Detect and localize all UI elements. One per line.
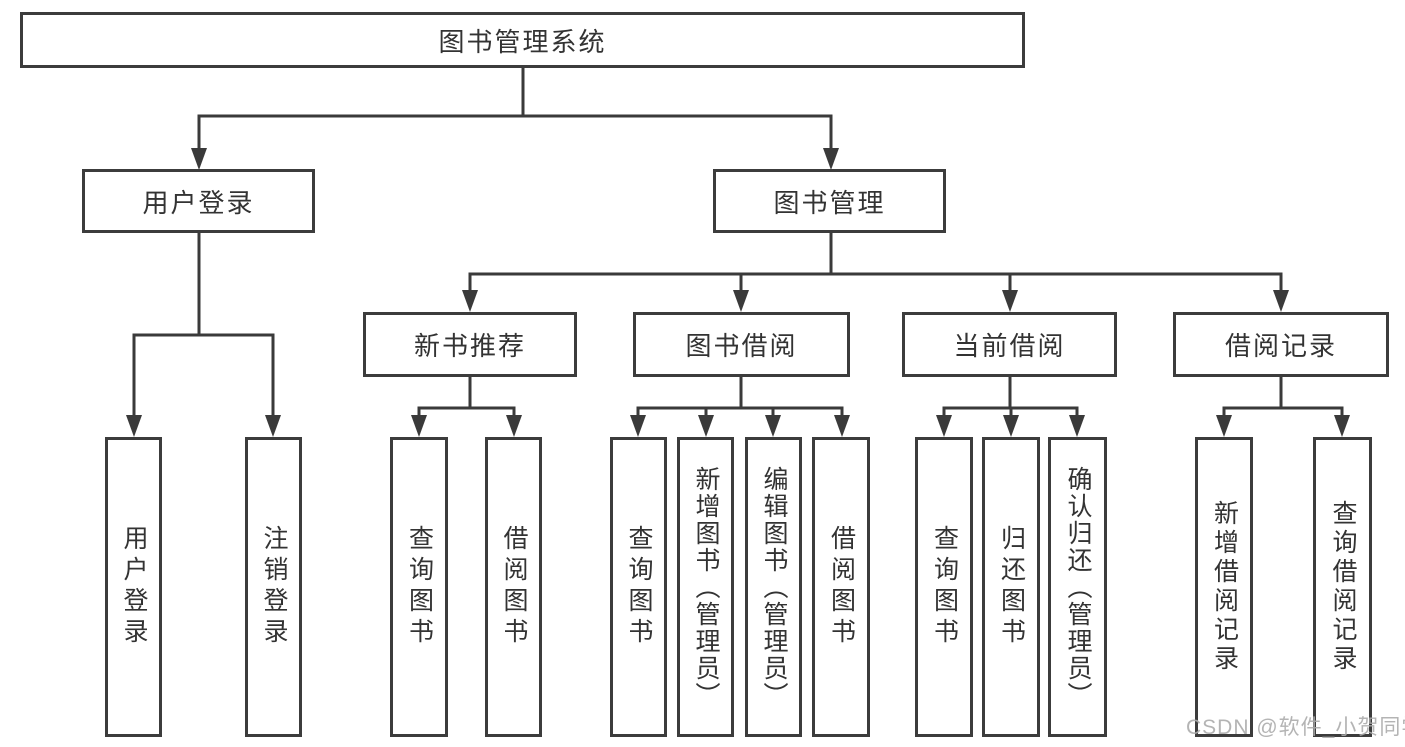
node-book-management: 图书管理 <box>713 169 946 233</box>
leaf-edit-books-admin: 编辑图书（管理员） <box>745 437 802 737</box>
node-book-borrowing: 图书借阅 <box>633 312 850 377</box>
leaf-query-books-borrowing: 查询图书 <box>610 437 667 737</box>
leaf-query-books-current: 查询图书 <box>915 437 973 737</box>
leaf-query-borrow-record: 查询借阅记录 <box>1313 437 1372 737</box>
leaf-confirm-return-admin: 确认归还（管理员） <box>1048 437 1107 737</box>
leaf-logout: 注销登录 <box>245 437 302 737</box>
node-root: 图书管理系统 <box>20 12 1025 68</box>
watermark: CSDN @软件_小贺同学 <box>1186 716 1405 739</box>
leaf-user-login: 用户登录 <box>105 437 162 737</box>
node-borrowing-records: 借阅记录 <box>1173 312 1389 377</box>
node-new-book-recommend: 新书推荐 <box>363 312 577 377</box>
leaf-borrow-books-borrowing: 借阅图书 <box>812 437 870 737</box>
leaf-query-books-recommend: 查询图书 <box>390 437 448 737</box>
leaf-borrow-books-recommend: 借阅图书 <box>485 437 542 737</box>
leaf-add-borrow-record: 新增借阅记录 <box>1195 437 1253 737</box>
leaf-add-books-admin: 新增图书（管理员） <box>677 437 734 737</box>
node-user-login: 用户登录 <box>82 169 315 233</box>
node-current-borrowing: 当前借阅 <box>902 312 1117 377</box>
leaf-return-books: 归还图书 <box>982 437 1040 737</box>
